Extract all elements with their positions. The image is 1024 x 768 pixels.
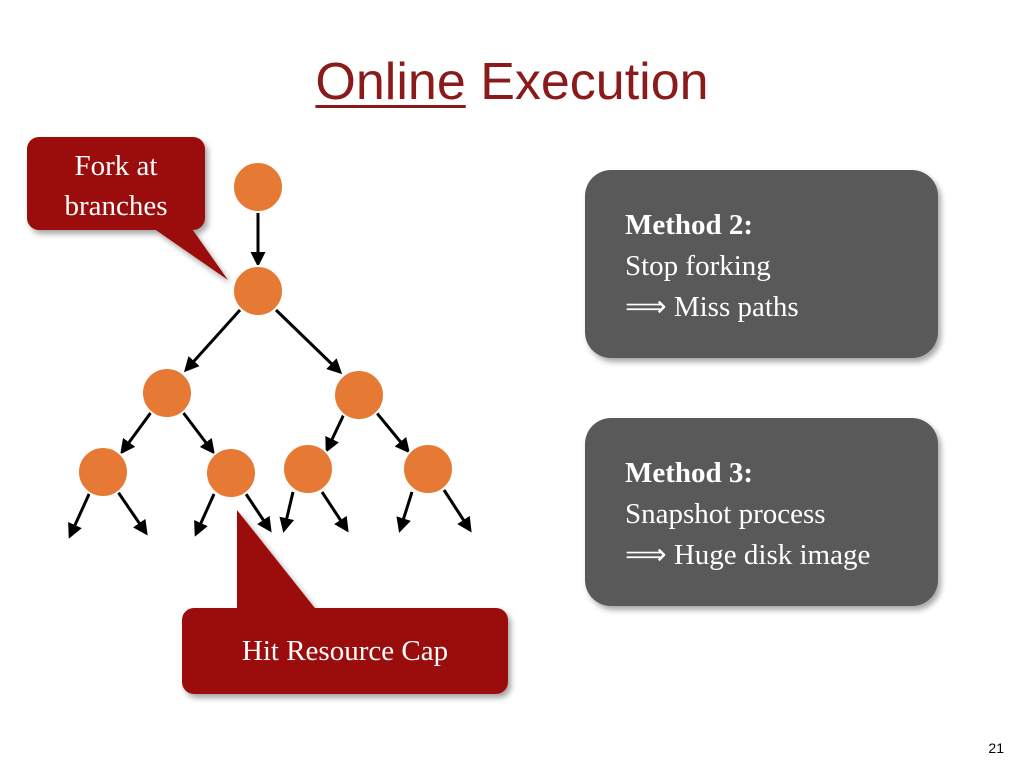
method-2-line2: ⟹ Miss paths <box>625 291 799 323</box>
edge-left-to-lr <box>180 410 215 455</box>
node-rr <box>402 443 454 495</box>
method-3-heading: Method 3: <box>625 457 754 489</box>
fork-callout-line1: Fork at <box>74 150 158 182</box>
page-number: 21 <box>988 740 1004 756</box>
edge-rl-out-right <box>320 491 349 533</box>
title-underlined-word: Online <box>315 53 466 111</box>
cap-callout <box>182 510 508 694</box>
method-2-line1: Stop forking <box>625 250 771 282</box>
method-3-line1: Snapshot process <box>625 498 826 530</box>
edge-left-to-ll <box>120 410 154 455</box>
edge-right-to-rr <box>374 411 410 454</box>
method-2-box: Method 2: Stop forking ⟹ Miss paths <box>585 170 938 358</box>
edge-ll-out-right <box>116 491 148 536</box>
node-lr <box>205 447 257 499</box>
edge-rr-out-right <box>442 489 472 533</box>
fork-callout <box>27 137 228 280</box>
node-ll <box>77 446 129 498</box>
edge-fork-to-right <box>274 308 343 375</box>
edge-rl-out-left <box>279 491 295 533</box>
edge-lr-out-left <box>194 493 216 537</box>
method-3-box: Method 3: Snapshot process ⟹ Huge disk i… <box>585 418 938 606</box>
edge-fork-to-left <box>183 308 242 373</box>
edge-rr-out-left <box>396 491 414 533</box>
tree-edges <box>68 212 472 539</box>
slide-title: Online Execution <box>0 50 1024 114</box>
node-fork <box>232 265 284 317</box>
cap-callout-text: Hit Resource Cap <box>241 635 449 667</box>
tree-nodes <box>77 161 454 499</box>
edge-lr-out-right <box>244 493 272 533</box>
edge-ll-out-left <box>68 491 92 539</box>
title-rest: Execution <box>480 53 709 111</box>
node-rl <box>282 443 334 495</box>
fork-callout-line2: branches <box>64 190 168 222</box>
method-3-line2: ⟹ Huge disk image <box>625 539 871 571</box>
edge-right-to-rl <box>325 411 347 453</box>
fork-callout-text: Fork at branches <box>27 146 205 226</box>
node-left <box>141 367 193 419</box>
node-root <box>232 161 284 213</box>
method-2-heading: Method 2: <box>625 209 754 241</box>
node-right <box>333 369 385 421</box>
